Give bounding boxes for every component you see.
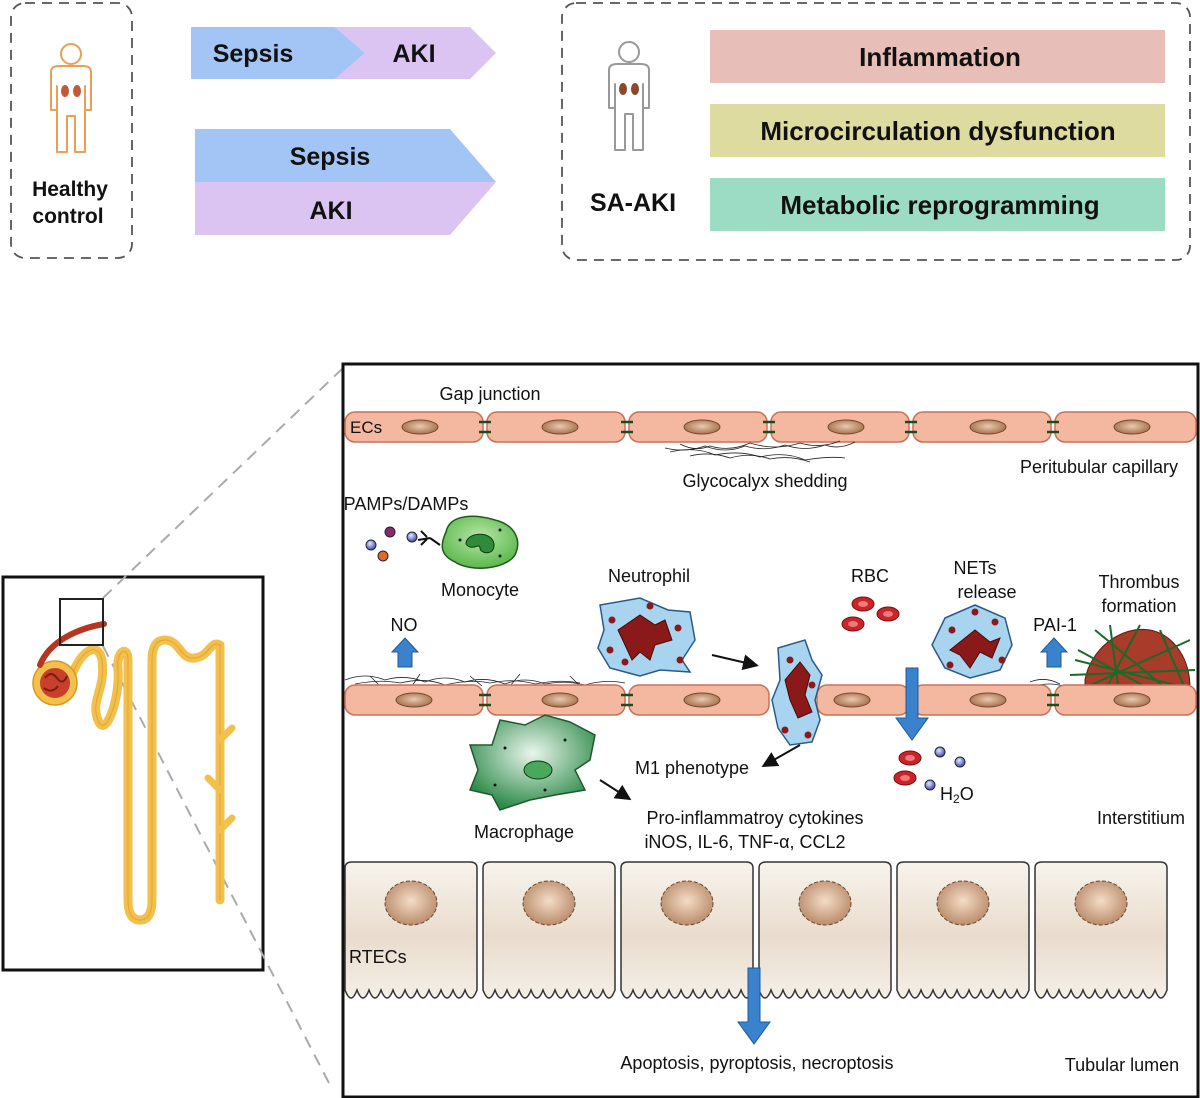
rtecs-label: RTECs: [349, 947, 407, 967]
macrophage-label: Macrophage: [474, 822, 574, 842]
leaked-rbc-and-water: [893, 746, 966, 791]
zoom-line-top: [102, 367, 344, 599]
healthy-control-box: Healthy control: [10, 2, 133, 259]
m1-phenotype-label: M1 phenotype: [635, 758, 749, 778]
monocyte-label: Monocyte: [441, 580, 519, 600]
microcirculation-bar: [710, 104, 1165, 157]
macrophage-cell: [468, 714, 596, 811]
nets-cell: [931, 604, 1013, 679]
concurrent-aki-label: AKI: [309, 197, 352, 225]
rtec-cells: [344, 861, 1168, 999]
healthy-person-icon: [50, 43, 92, 153]
ecs-label: ECs: [350, 418, 382, 437]
interstitium-label: Interstitium: [1097, 808, 1185, 828]
endothelial-cells-bottom: [344, 684, 1197, 716]
neutrophil-cell: [597, 597, 696, 677]
sepsis-then-aki-arrow: Sepsis AKI: [191, 27, 496, 79]
inflammation-label: Inflammation: [859, 42, 1021, 72]
peritubular-label: Peritubular capillary: [1020, 457, 1178, 477]
nets-label-line2: release: [957, 582, 1016, 602]
pai1-up-arrow: [1039, 637, 1069, 668]
apoptosis-label: Apoptosis, pyroptosis, necroptosis: [620, 1053, 893, 1073]
rbc-label: RBC: [851, 566, 889, 586]
monocyte-cell: [417, 515, 519, 569]
detail-panel: Gap junction ECs: [341, 362, 1200, 1098]
inflammation-bar: [710, 30, 1165, 83]
vascular-leak-arrow: [895, 667, 929, 741]
rbc-cells: [841, 596, 900, 632]
no-up-arrow: [390, 637, 420, 668]
no-label: NO: [391, 615, 418, 635]
pai1-label: PAI-1: [1033, 615, 1077, 635]
m1-polarization-arrow: [761, 744, 801, 767]
transmigrating-neutrophil: [771, 639, 823, 746]
sa-aki-label: SA-AKI: [590, 189, 676, 217]
neutrophil-migration-arrow: [711, 654, 759, 671]
tubular-lumen-label: Tubular lumen: [1065, 1055, 1179, 1075]
healthy-label-line1: Healthy: [32, 178, 108, 201]
glycocalyx-label: Glycocalyx shedding: [682, 471, 847, 491]
nephron-icon: [32, 621, 236, 925]
pamps-molecules: [365, 526, 418, 562]
glycocalyx-fibers-top: [664, 440, 856, 463]
endothelial-cells-top: [344, 411, 1197, 443]
zoom-selection-box: [59, 598, 104, 646]
microcirculation-label: Microcirculation dysfunction: [760, 116, 1115, 146]
sepsis-with-aki-arrow: Sepsis AKI: [195, 129, 496, 235]
metabolic-bar: [710, 178, 1165, 231]
sequential-sepsis-label: Sepsis: [213, 40, 294, 68]
neutrophil-label: Neutrophil: [608, 566, 690, 586]
healthy-label-line2: control: [32, 205, 103, 228]
sequential-aki-label: AKI: [392, 40, 435, 68]
nets-label-line1: NETs: [953, 558, 996, 578]
cell-death-arrow: [737, 967, 771, 1045]
gap-junction-label: Gap junction: [439, 384, 540, 404]
sa-aki-person-icon: [608, 41, 650, 151]
cytokines-label-line2: iNOS, IL-6, TNF-α, CCL2: [644, 832, 845, 852]
concurrent-sepsis-label: Sepsis: [290, 143, 371, 171]
thrombus-label-line1: Thrombus: [1098, 572, 1179, 592]
cytokines-label-line1: Pro-inflammatroy cytokines: [646, 808, 863, 828]
thrombus-label-line2: formation: [1101, 596, 1176, 616]
pamps-label: PAMPs/DAMPs: [344, 494, 469, 514]
metabolic-label: Metabolic reprogramming: [780, 190, 1099, 220]
sa-aki-box: SA-AKI Inflammation Microcirculation dys…: [561, 2, 1191, 261]
cytokine-release-arrow: [599, 779, 632, 801]
nephron-panel: [1, 367, 344, 1086]
h2o-label: H2O: [940, 784, 974, 806]
